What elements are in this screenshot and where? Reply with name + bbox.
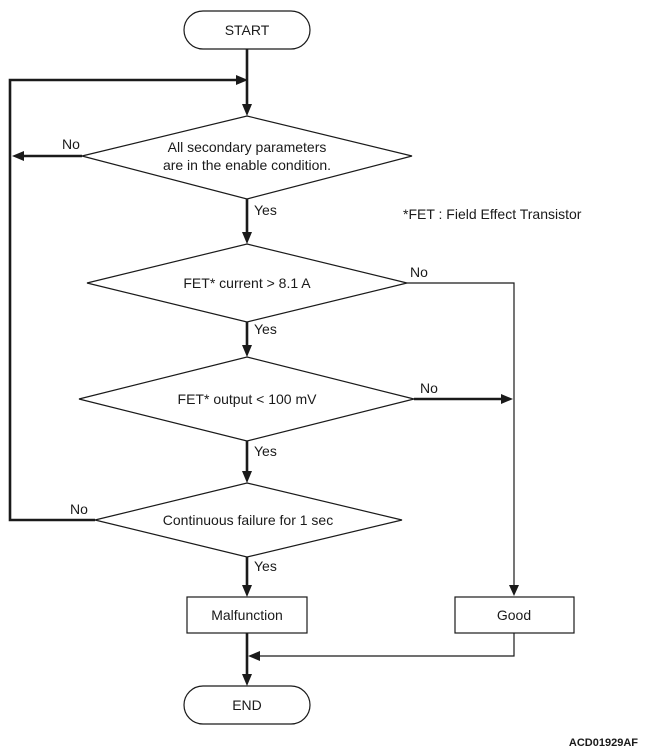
arrowhead <box>242 232 252 244</box>
decision2-yes-label: Yes <box>254 321 277 337</box>
good-box: Good <box>454 596 575 634</box>
decision4-label: Continuous failure for 1 sec <box>163 512 333 528</box>
arrowhead <box>242 345 252 357</box>
decision3-no-label: No <box>420 380 438 396</box>
decision1-line2: are in the enable condition. <box>163 157 331 173</box>
end-terminal: END <box>183 685 311 725</box>
decision4-yes-label: Yes <box>254 558 277 574</box>
decision3-label: FET* output < 100 mV <box>178 391 318 407</box>
decision2-label: FET* current > 8.1 A <box>183 275 311 291</box>
decision1-line1: All secondary parameters <box>168 139 327 155</box>
decision-enable-condition: All secondary parameters are in the enab… <box>81 115 413 200</box>
figure-code: ACD01929AF <box>569 737 638 749</box>
decision-continuous-failure: Continuous failure for 1 sec <box>94 482 403 558</box>
malfunction-box: Malfunction <box>186 596 308 634</box>
decision1-yes-label: Yes <box>254 202 277 218</box>
good-label: Good <box>497 607 531 623</box>
malfunction-label: Malfunction <box>211 607 283 623</box>
arrowhead <box>242 471 252 483</box>
connector-d2-no <box>407 282 515 589</box>
decision1-no-label: No <box>62 136 80 152</box>
decision-fet-output: FET* output < 100 mV <box>78 356 415 442</box>
arrowhead <box>248 651 260 661</box>
connector-good-end <box>258 633 515 657</box>
loop-back-line <box>8 78 240 522</box>
decision3-yes-label: Yes <box>254 443 277 459</box>
decision4-no-label: No <box>70 501 88 517</box>
decision-fet-current: FET* current > 8.1 A <box>86 243 408 323</box>
arrowhead <box>236 75 248 85</box>
arrowhead <box>12 151 24 161</box>
arrowhead <box>242 104 252 116</box>
end-label: END <box>232 697 262 713</box>
arrowhead <box>242 674 252 686</box>
start-label: START <box>225 22 270 38</box>
arrowhead <box>501 394 513 404</box>
fet-note: *FET : Field Effect Transistor <box>403 206 582 222</box>
arrowhead <box>242 585 252 597</box>
start-terminal: START <box>183 10 311 50</box>
arrowhead <box>509 585 519 596</box>
decision2-no-label: No <box>410 264 428 280</box>
